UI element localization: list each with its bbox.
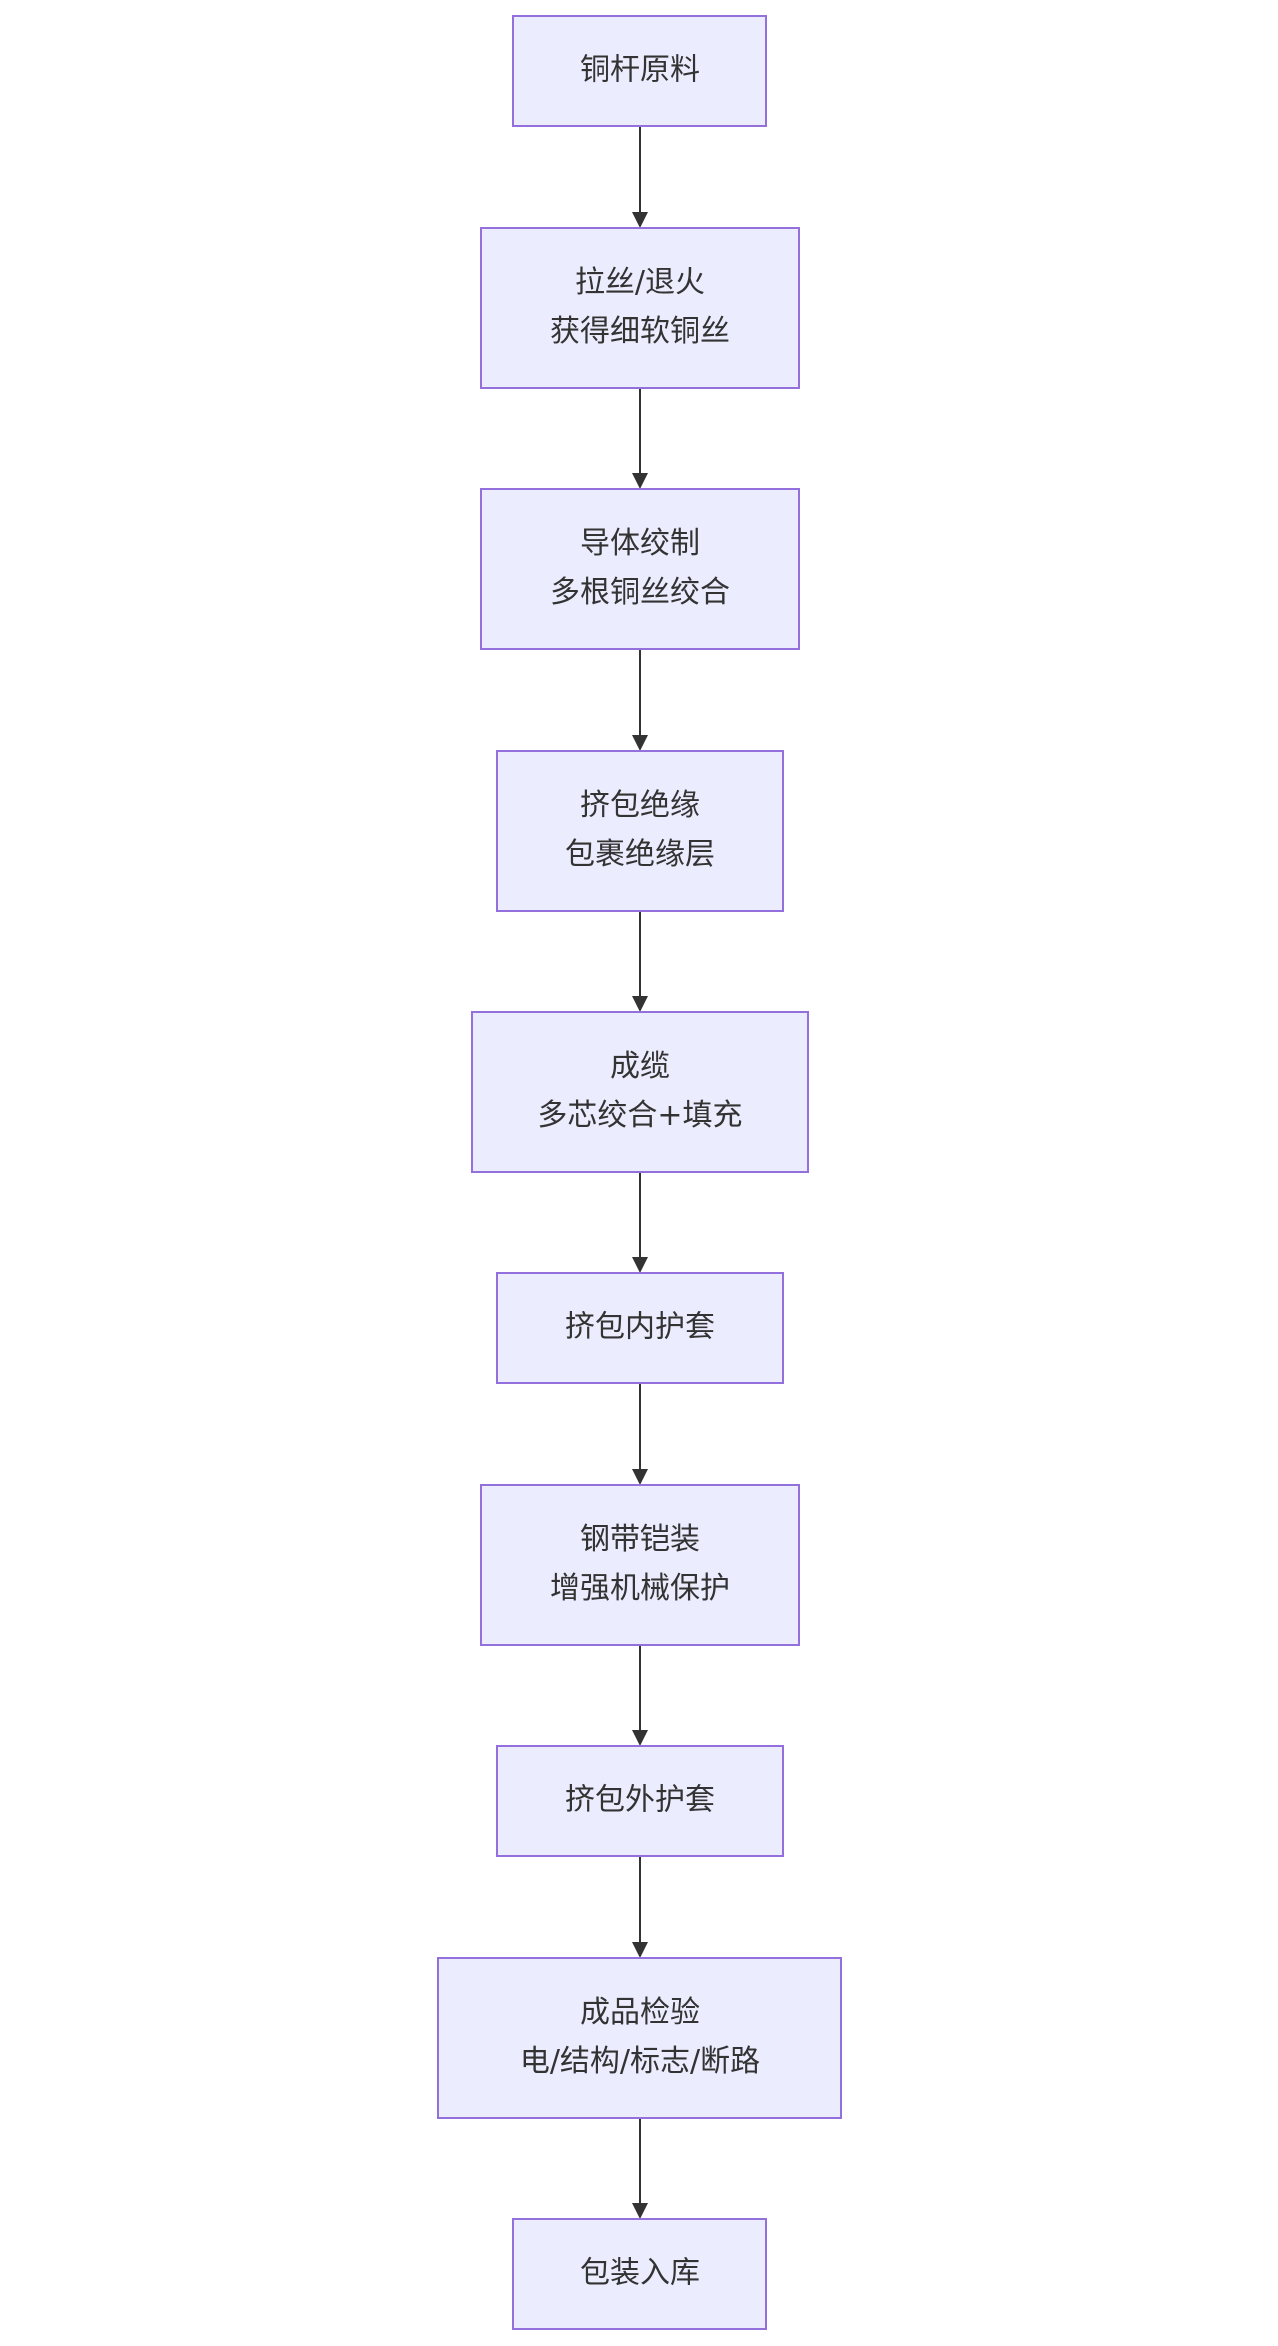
- step-title: 挤包外护套: [565, 1783, 715, 1818]
- arrowhead-icon: [632, 1730, 648, 1746]
- step-description: 电/结构/标志/断路: [520, 2044, 760, 2079]
- flow-arrow: [632, 1383, 648, 1485]
- arrowhead-icon: [632, 996, 648, 1012]
- step-description: 多芯绞合+填充: [537, 1098, 742, 1133]
- nodes-layer: 铜杆原料拉丝/退火获得细软铜丝导体绞制多根铜丝绞合挤包绝缘包裹绝缘层成缆多芯绞合…: [437, 15, 842, 2330]
- step-box: [496, 1745, 784, 1857]
- flow-step-8: 挤包外护套: [496, 1745, 784, 1857]
- edges-layer: [632, 126, 648, 2219]
- flow-arrow: [632, 2118, 648, 2219]
- flow-arrow: [632, 1645, 648, 1746]
- flow-arrow: [632, 649, 648, 751]
- flow-arrow: [632, 126, 648, 228]
- flow-arrow: [632, 388, 648, 489]
- step-title: 拉丝/退火: [575, 265, 705, 300]
- flow-arrow: [632, 911, 648, 1012]
- arrowhead-icon: [632, 735, 648, 751]
- step-box: [480, 227, 800, 389]
- arrowhead-icon: [632, 2203, 648, 2219]
- step-box: [437, 1957, 842, 2119]
- step-description: 增强机械保护: [550, 1571, 730, 1606]
- step-box: [480, 1484, 800, 1646]
- step-title: 铜杆原料: [580, 53, 700, 88]
- step-box: [512, 2218, 767, 2330]
- step-title: 挤包绝缘: [580, 788, 700, 823]
- flow-arrow: [632, 1856, 648, 1958]
- flow-step-6: 挤包内护套: [496, 1272, 784, 1384]
- step-description: 多根铜丝绞合: [550, 575, 730, 610]
- step-title: 成品检验: [580, 1995, 700, 2030]
- step-box: [471, 1011, 809, 1173]
- step-description: 包裹绝缘层: [565, 837, 715, 872]
- step-box: [496, 750, 784, 912]
- step-box: [480, 488, 800, 650]
- step-box: [512, 15, 767, 127]
- step-title: 挤包内护套: [565, 1310, 715, 1345]
- flow-arrow: [632, 1172, 648, 1273]
- arrowhead-icon: [632, 1469, 648, 1485]
- step-box: [496, 1272, 784, 1384]
- flow-step-1: 铜杆原料: [512, 15, 767, 127]
- arrowhead-icon: [632, 1257, 648, 1273]
- step-title: 包装入库: [580, 2256, 700, 2291]
- arrowhead-icon: [632, 212, 648, 228]
- arrowhead-icon: [632, 473, 648, 489]
- arrowhead-icon: [632, 1942, 648, 1958]
- step-description: 获得细软铜丝: [550, 314, 730, 349]
- step-title: 钢带铠装: [580, 1522, 700, 1557]
- step-title: 成缆: [610, 1049, 670, 1084]
- step-title: 导体绞制: [580, 526, 700, 561]
- flow-step-10: 包装入库: [512, 2218, 767, 2330]
